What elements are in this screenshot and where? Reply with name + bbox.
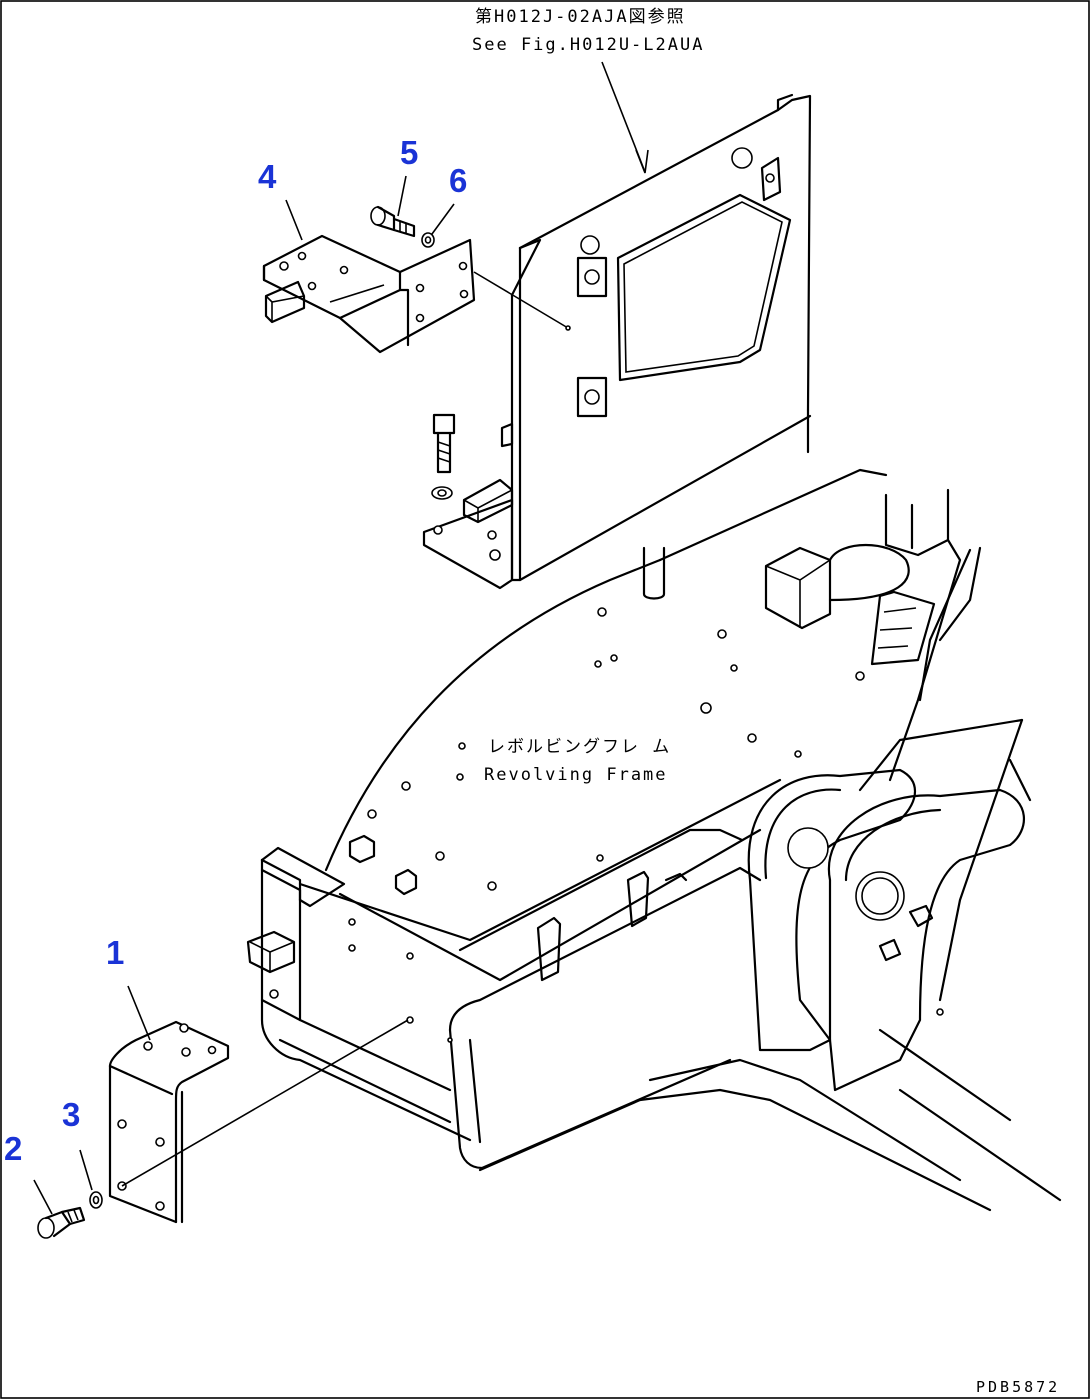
callout-5: 5 bbox=[400, 134, 418, 171]
reference-text-en: See Fig.H012U-L2AUA bbox=[472, 35, 704, 55]
callout-1: 1 bbox=[106, 934, 124, 971]
frame-label-jp: レボルビングフレ ム bbox=[488, 737, 671, 757]
callout-4: 4 bbox=[258, 158, 277, 195]
callout-2: 2 bbox=[4, 1130, 22, 1167]
callout-3: 3 bbox=[62, 1096, 80, 1133]
revolving-frame bbox=[246, 408, 1062, 1212]
part-5-bolt bbox=[370, 205, 416, 238]
frame-label-en: Revolving Frame bbox=[484, 765, 668, 785]
reference-leader bbox=[601, 61, 649, 174]
part-1-bracket bbox=[108, 1019, 409, 1224]
part-4-bracket bbox=[262, 234, 571, 354]
callout-6: 6 bbox=[449, 162, 467, 199]
drawing-code: PDB5872 bbox=[976, 1378, 1060, 1396]
part-6-washer bbox=[421, 232, 435, 248]
callout-leaders bbox=[33, 175, 455, 1215]
reference-text-jp: 第H012J-02AJA図参照 bbox=[475, 7, 686, 27]
upper-side-panel bbox=[422, 93, 812, 590]
part-2-bolt bbox=[37, 1206, 86, 1239]
part-3-washer bbox=[89, 1191, 103, 1209]
